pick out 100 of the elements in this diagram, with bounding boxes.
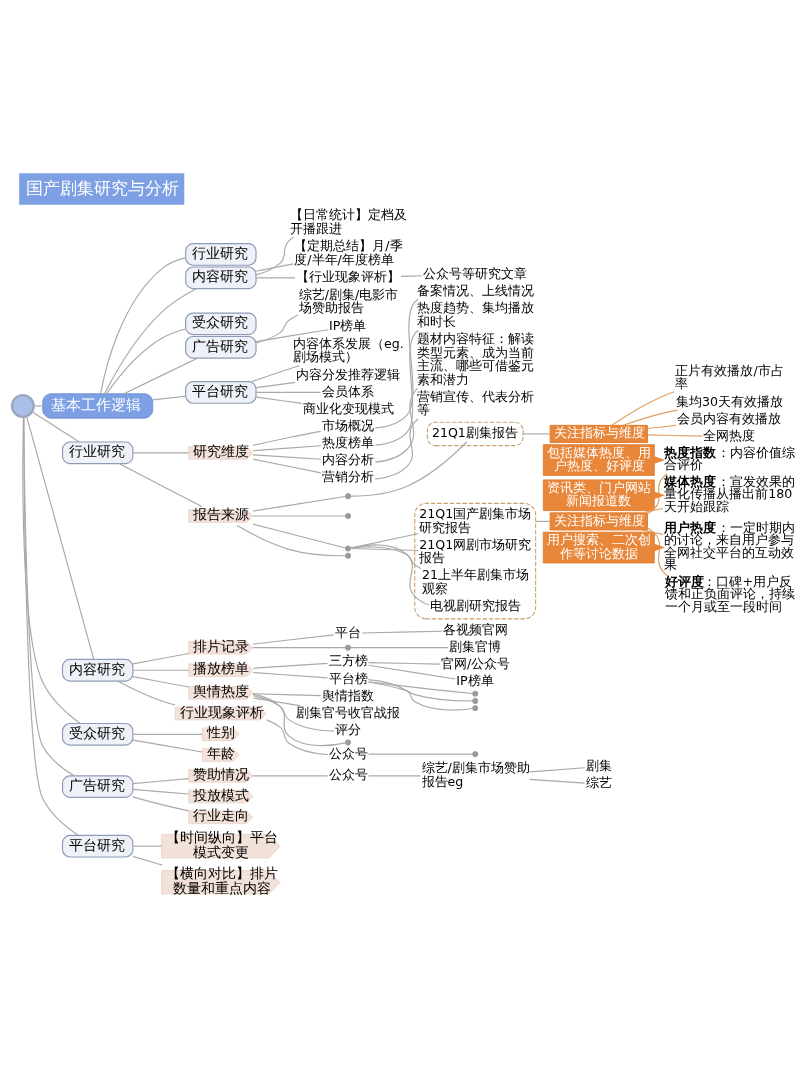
connector [647,434,703,437]
node-text: 公众号 [328,745,368,761]
connector [367,681,473,702]
connector [350,441,468,497]
node-label: 【时间纵向】平台 [166,828,279,845]
node-text: 剧集官号收官战报 [296,704,401,720]
node-point [472,697,479,704]
connector [118,463,203,508]
node-text: 好评度：口碑+用户反馈和正负面评论，持续一个月或至一段时间 [664,573,795,614]
node-text: 21上半年剧集市场观察 [421,567,530,596]
connector [374,387,418,463]
connector [252,515,346,517]
connector [132,845,163,847]
node-text: 内容体系发展（eg.剧场模式） [293,335,404,365]
connector [100,257,187,395]
connector [132,676,190,688]
connector [361,630,443,634]
node-text: 平台榜 [328,670,368,686]
node-text: 热度榜单 [321,435,374,451]
connector [367,681,474,695]
node-circle [10,394,35,418]
node-text: 正片有效播放/市占率 [675,362,784,392]
connector [252,445,322,452]
connector [252,695,335,732]
node-text: 各视频官网 [442,621,508,637]
connector [252,634,335,645]
connector [400,275,423,277]
connector [132,452,190,454]
node-box: 广告研究 [185,335,257,359]
connector [252,647,346,649]
node-text: 媒体热度：宣发效果的量化传播从播出前180天开始跟踪 [664,473,795,514]
node-text: 综艺/剧集市场赞助报告eg [421,760,530,789]
node-text: 21Q1剧集报告 [431,425,518,441]
node-text: 热度趋势、集均播放和时长 [417,300,535,329]
connector [266,719,329,756]
node-text: 内容分发推荐逻辑 [296,366,401,382]
node-text: 营销宣传、代表分析等 [417,388,535,418]
connector [367,664,456,680]
node-text: 剧集官博 [449,639,502,655]
node-text: 全网热度 [702,427,755,443]
connector [33,405,44,407]
node-text: 【日常统计】定档及开播跟进 [289,207,407,236]
node-box: 关注指标与维度 [549,424,648,443]
connector [252,671,329,679]
connector [132,855,163,866]
node-point [472,705,479,712]
node-box: 广告研究 [61,775,134,799]
connector [255,314,299,344]
connector [367,775,422,777]
node-box: 内容研究 [61,658,134,682]
node-point [472,751,479,758]
node-box: 行业研究 [185,243,257,266]
connector [374,418,419,480]
node-text: 综艺/剧集/电影市场赞助报告 [298,286,399,316]
node-text: 评分 [334,722,361,738]
node-label: 【横向对比】排片 [166,864,279,881]
node-text: 热度指数：内容价值综合评价 [664,444,795,473]
connector [522,433,551,435]
connector [529,767,586,773]
connector [646,473,668,515]
connector [367,662,441,665]
connector [350,532,419,549]
connector [647,424,677,430]
connector [117,680,176,706]
connector [251,364,301,383]
node-text: 【行业现象评析】 [296,269,401,285]
connector [255,236,294,276]
node-point [472,690,479,697]
connector [132,669,190,671]
connector [641,529,664,535]
node-text: 集均30天有效播放 [675,393,783,409]
node-text: 公众号 [328,767,368,783]
node-box: 关注指标与维度 [549,512,648,531]
connector [255,329,329,343]
connector [252,523,347,549]
connector [611,391,675,426]
node-box: 平台研究 [61,834,134,858]
connector [132,788,190,795]
connector [132,739,203,753]
node-box: 受众研究 [185,312,257,336]
connector [23,416,79,836]
connector [350,647,449,649]
node-text: 市场概况 [321,418,374,434]
connector [350,547,419,552]
connector [252,430,322,446]
connector [252,454,322,460]
connector [622,409,678,426]
connector [31,411,80,443]
node-box: 内容研究 [185,266,257,290]
connector [123,357,198,395]
connector [252,495,346,512]
node-text: IP榜单 [329,317,367,333]
connector [252,693,322,697]
connector [252,697,302,707]
connector [367,753,474,755]
connector [255,391,322,393]
connector [255,263,294,272]
node-text: 题材内容特征：解读类型元素、成为当前主流、哪些可借鉴元素和潜力 [417,330,535,387]
node-text: 会员体系 [321,383,374,399]
connector [132,778,190,785]
